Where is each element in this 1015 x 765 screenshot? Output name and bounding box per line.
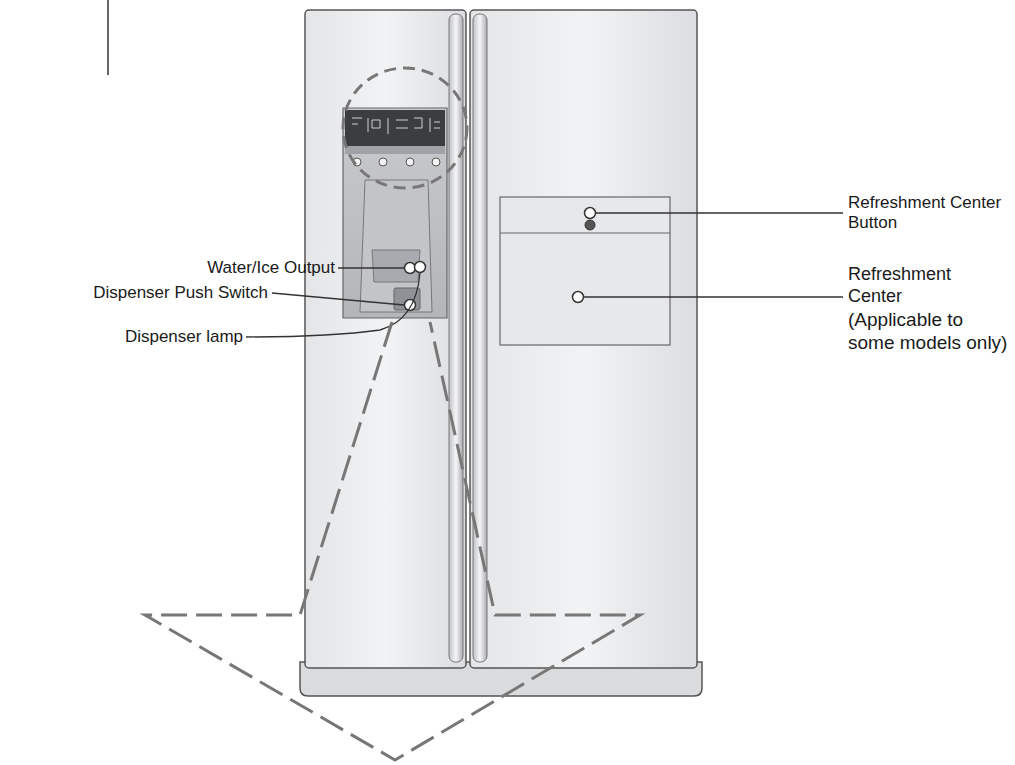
part-label: Water/Ice Output — [207, 258, 335, 278]
part-label: Refreshment Center — [848, 263, 1010, 307]
note-label: (Applicable to some models only) — [848, 308, 1010, 354]
part-label: Refreshment Center Button — [848, 193, 1008, 233]
part-label: Dispenser Push Switch — [93, 283, 268, 303]
part-label: Dispenser lamp — [125, 327, 243, 347]
